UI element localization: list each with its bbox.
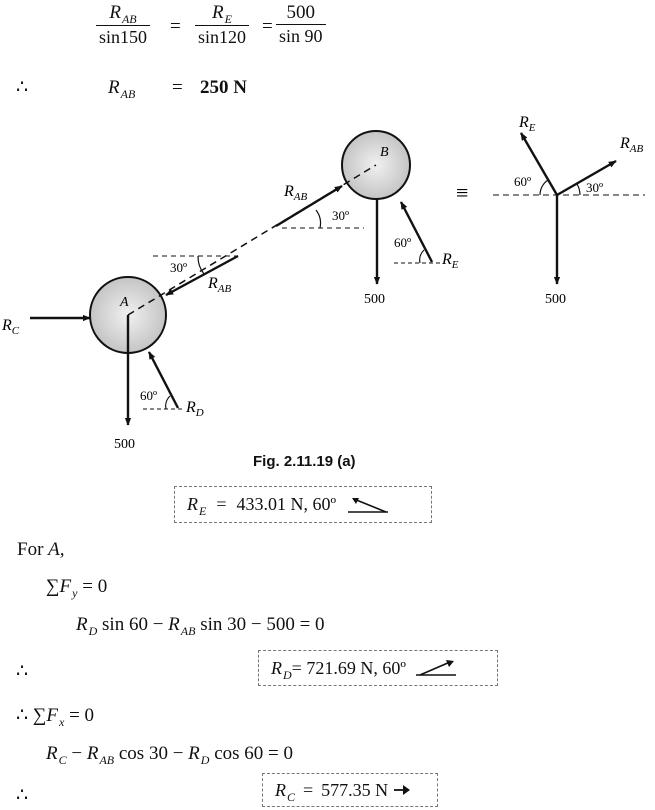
re-result-box: RE = 433.01 N, 60º (174, 486, 432, 523)
angle-label-30-concurrent: 30º (586, 180, 603, 195)
rab-label-at-a: RAB (207, 275, 232, 295)
angle-arc-60-re (419, 249, 425, 264)
weight-label-a: 500 (114, 437, 135, 452)
equals-sign: = (303, 779, 314, 800)
rab-symbol: R (109, 2, 121, 23)
sum-fx-line: ∴ ∑Fx = 0 (16, 705, 95, 729)
angle-label-60-rd: 60º (140, 388, 157, 403)
rab-label-at-b: RAB (283, 183, 308, 203)
node-label-a: A (119, 295, 129, 310)
re-label: RE (441, 251, 459, 271)
equation-fx: RC − RAB cos 30 − RD cos 60 = 0 (46, 743, 293, 767)
rd-arrow (147, 351, 180, 409)
angle-arc-60-rd (165, 395, 171, 410)
free-body-diagram: A B RAB 30º RAB 30º RC 500 60º RD 500 60… (1, 114, 645, 452)
rd-lhs: RD (271, 657, 292, 682)
equivalence-symbol: ≡ (456, 180, 468, 205)
figure-caption: Fig. 2.11.19 (a) (253, 453, 356, 470)
weight-label-concurrent: 500 (545, 292, 566, 307)
angle-arc-30-b (315, 209, 322, 229)
rc-value: 577.35 N (321, 779, 389, 800)
rab-arrow-at-b (275, 184, 343, 228)
fraction-re-sin120: RE sin120 (195, 2, 250, 48)
right-arrow-icon (394, 785, 411, 795)
node-label-b: B (380, 145, 389, 160)
angle-label-60-concurrent: 60º (514, 174, 531, 189)
angle-label-30-a: 30º (170, 260, 187, 275)
rd-result-box: RD = 721.69 N, 60º (258, 650, 498, 686)
re-value: 433.01 N, 60º (236, 494, 337, 514)
rc-lhs: RC (275, 779, 296, 804)
therefore-symbol: ∴ (16, 661, 29, 682)
equals-sign: = (170, 16, 181, 37)
fraction-500-sin90: 500 sin 90 (276, 2, 326, 47)
angle-arc-60-concurrent (539, 179, 549, 196)
re-arrow-concurrent (519, 132, 559, 196)
re-lhs: RE (187, 494, 207, 518)
rab-arrow-at-a (165, 254, 239, 297)
sin150-denominator: sin150 (99, 27, 148, 47)
angle-label-30-b: 30º (332, 208, 349, 223)
equals-sign: = (262, 16, 273, 37)
rc-result-box: RC = 577.35 N (262, 773, 438, 807)
angle-arc-30-a (197, 255, 205, 275)
direction-arrow-icon (348, 497, 389, 513)
equals-sign: = (216, 494, 227, 514)
rab-label-concurrent: RAB (619, 135, 644, 155)
angle-arc-30-concurrent (576, 183, 581, 196)
therefore-symbol: ∴ (16, 77, 29, 98)
rab-value: 250 N (200, 77, 247, 98)
fraction-rab-sin150: RAB sin150 (96, 2, 151, 48)
angle-label-60-re: 60º (394, 235, 411, 250)
rd-label: RD (185, 399, 204, 419)
rc-label: RC (1, 317, 20, 337)
therefore-symbol: ∴ (16, 785, 29, 806)
sin120-denominator: sin120 (198, 27, 247, 47)
re-label-concurrent: RE (518, 114, 536, 134)
rab-arrow-concurrent (556, 159, 617, 197)
weight-label-b: 500 (364, 292, 385, 307)
re-symbol: R (212, 2, 224, 23)
direction-arrow-icon (415, 660, 456, 676)
equals-sign: = (172, 77, 183, 98)
rab-lhs: RAB (108, 77, 136, 101)
for-a-line: For A, (17, 539, 65, 560)
rab-subscript: AB (121, 12, 137, 26)
equation-fy: RD sin 60 − RAB sin 30 − 500 = 0 (76, 614, 325, 638)
re-arrow (399, 201, 434, 263)
re-subscript: E (224, 12, 232, 26)
rd-value: = 721.69 N, 60º (291, 657, 406, 678)
sum-fy-line: ∑Fy = 0 (46, 576, 108, 600)
sin90-denominator: sin 90 (279, 26, 323, 46)
500-numerator: 500 (276, 2, 326, 25)
